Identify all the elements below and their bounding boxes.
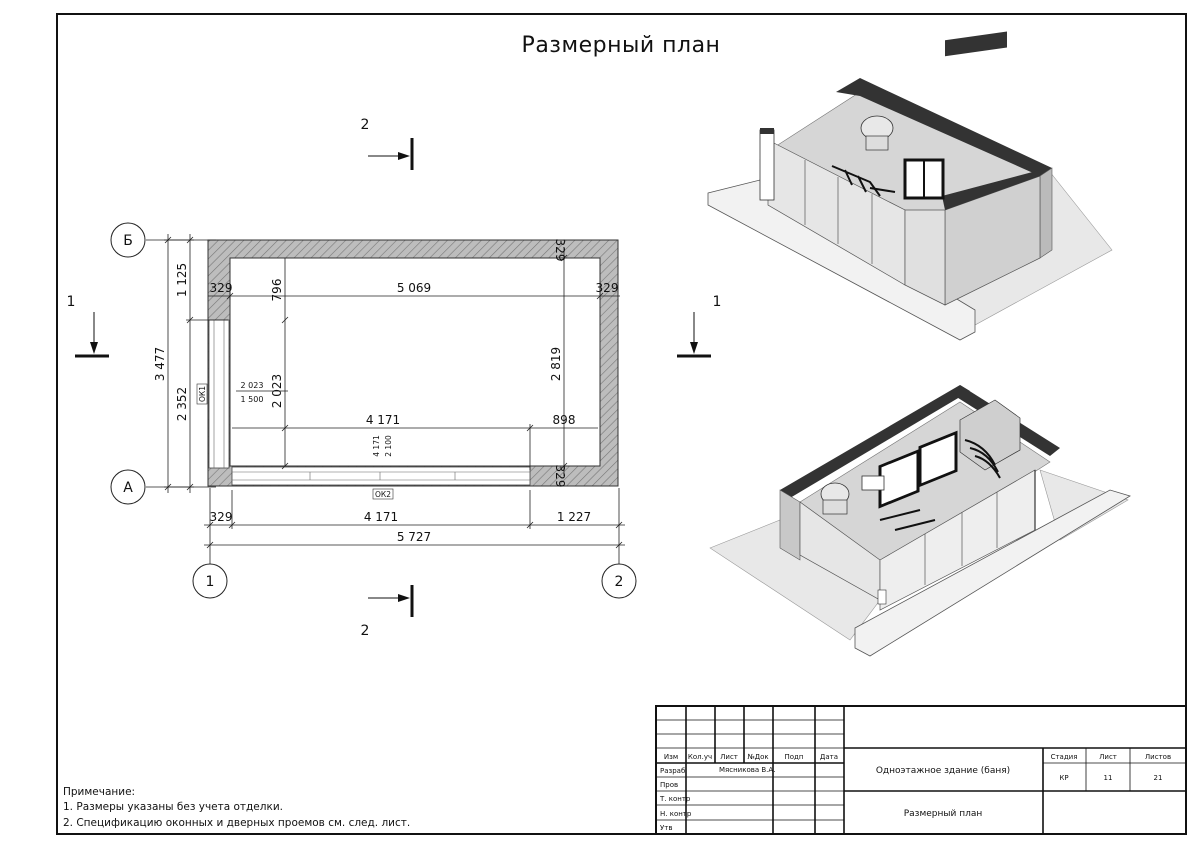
tag-ok1: ОК1 <box>198 386 207 402</box>
dim-5069: 5 069 <box>397 281 431 295</box>
window-opening-ok1 <box>208 319 230 469</box>
section-label-left: 1 <box>67 294 76 310</box>
dim-1125: 1 125 <box>175 263 189 297</box>
section-marker-left <box>75 312 109 358</box>
axis-label-2: 2 <box>615 574 624 590</box>
axis-bubble-b <box>110 222 146 258</box>
title-block <box>655 705 1187 835</box>
section-label-top: 2 <box>361 117 370 133</box>
interior-dims <box>208 248 620 476</box>
bottom-dimension-lines <box>204 490 625 549</box>
dim-4171-mid: 4 171 <box>366 413 400 427</box>
section-marker-top <box>368 138 414 170</box>
stamp-header-list: Лист <box>720 753 738 761</box>
dim-2819: 2 819 <box>549 347 563 381</box>
stamp-building: Одноэтажное здание (баня) <box>876 766 1010 776</box>
stamp-author: Мясникова В.А. <box>719 766 775 774</box>
axis-label-1: 1 <box>206 574 215 590</box>
stamp-header-podp: Подп <box>785 753 804 761</box>
dim-329-bottom: 329 <box>210 510 233 524</box>
sheet-frame <box>56 13 1187 835</box>
tag-ok2: ОК2 <box>375 490 391 499</box>
dim-796: 796 <box>270 279 284 302</box>
notes-line-2: 2. Спецификацию оконных и дверных проемо… <box>63 817 410 829</box>
dim-329-top-right: 329 <box>553 239 567 262</box>
dim-329-left: 329 <box>210 281 233 295</box>
door-dim-2100: 2 100 <box>384 435 393 457</box>
plan-inner-outline <box>229 257 601 467</box>
dim-329-bottom-right: 329 <box>553 465 567 488</box>
stamp-header-kol: Кол.уч <box>688 753 712 761</box>
stamp-row-nkontr: Н. контр <box>660 810 692 818</box>
section-marker-bottom <box>368 585 414 617</box>
axis-bubble-a <box>110 469 146 505</box>
section-label-right: 1 <box>713 294 722 310</box>
stamp-drawing: Размерный план <box>904 809 983 819</box>
stamp-row-utv: Утв <box>660 824 672 832</box>
axis-bubble-1 <box>192 563 228 599</box>
dim-5727: 5 727 <box>397 530 431 544</box>
stamp-sheets-total: 21 <box>1154 774 1163 782</box>
dim-4171-bottom: 4 171 <box>364 510 398 524</box>
stamp-sheets-label: Листов <box>1145 753 1171 761</box>
stamp-stage: КР <box>1059 774 1068 782</box>
window-dim-2023: 2 023 <box>241 381 264 390</box>
tag-ok2-box <box>372 488 394 500</box>
stamp-header-izm: Изм <box>664 753 678 761</box>
stamp-header-ndok: №Док <box>747 753 768 761</box>
stamp-header-data: Дата <box>820 753 838 761</box>
isometric-view-bottom <box>709 385 1131 657</box>
notes-line-1: 1. Размеры указаны без учета отделки. <box>63 801 283 813</box>
door-opening-ok2 <box>231 466 531 486</box>
stamp-row-razrab: Разраб <box>660 767 685 775</box>
stamp-row-prov: Пров <box>660 781 678 789</box>
axis-label-b: Б <box>123 233 133 249</box>
dim-2352: 2 352 <box>175 387 189 421</box>
stamp-stage-label: Стадия <box>1051 753 1078 761</box>
axis-bubble-2 <box>601 563 637 599</box>
axis-label-a: А <box>123 480 133 496</box>
tag-ok1-box <box>196 383 208 405</box>
notes-header: Примечание: <box>63 786 135 798</box>
isometric-view-top <box>707 31 1113 341</box>
dim-3477: 3 477 <box>153 347 167 381</box>
stamp-sheet-no: 11 <box>1104 774 1113 782</box>
section-marker-right <box>677 312 711 358</box>
stamp-row-tkontr: Т. контр <box>659 795 691 803</box>
left-dimension-lines <box>164 234 228 493</box>
door-dim-4171: 4 171 <box>372 435 381 457</box>
dim-329-right: 329 <box>596 281 619 295</box>
dim-1227: 1 227 <box>557 510 591 524</box>
window-dim-1500: 1 500 <box>241 395 264 404</box>
stamp-sheet-label: Лист <box>1099 753 1117 761</box>
floor-plan: Б А 1 2 1 125 3 477 2 352 <box>67 117 722 639</box>
dim-2023: 2 023 <box>270 374 284 408</box>
section-label-bottom: 2 <box>361 623 370 639</box>
page-title: Размерный план <box>522 33 721 58</box>
dim-898: 898 <box>553 413 576 427</box>
